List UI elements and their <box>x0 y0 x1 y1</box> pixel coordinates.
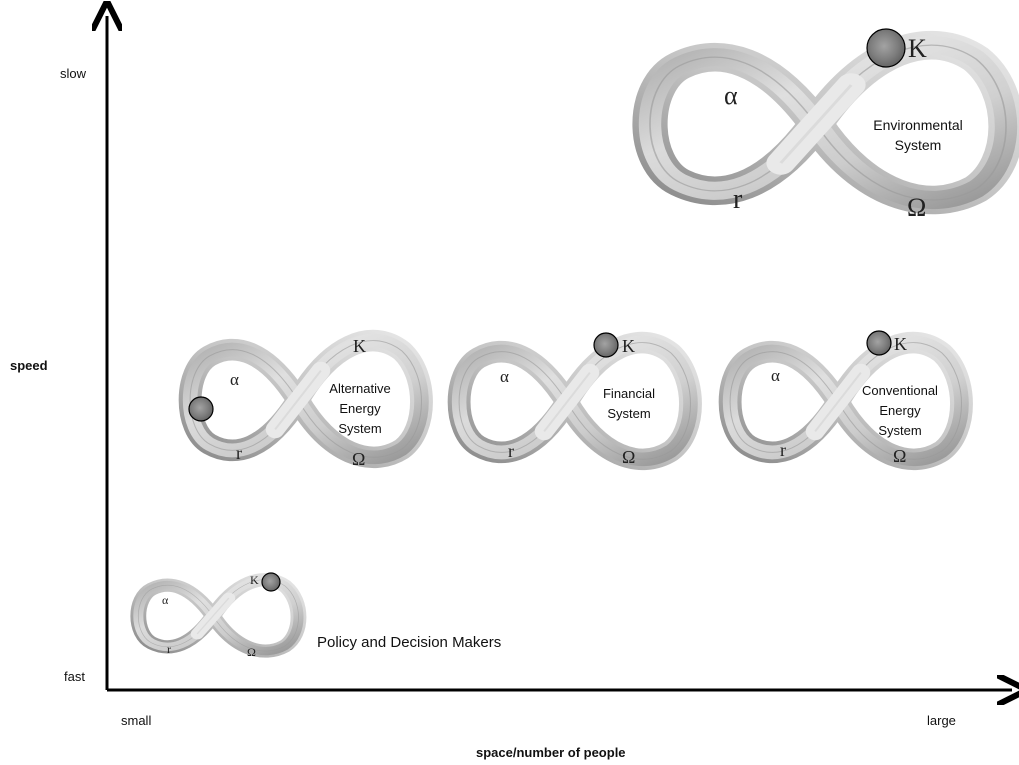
financial-k-ball <box>593 332 619 358</box>
conventional-line3: System <box>878 423 921 438</box>
x-axis-left-label: small <box>121 713 151 728</box>
conventional-omega-label: Ω <box>893 446 906 466</box>
environmental-k-ball <box>866 28 906 68</box>
alternative-r-label: r <box>236 443 242 463</box>
financial-r-label: r <box>508 441 514 461</box>
policy-k-label: K <box>250 573 259 587</box>
alternative-k-label: K <box>353 336 366 356</box>
policy-r-label: r <box>167 642 171 656</box>
x-axis-right-label: large <box>927 713 956 728</box>
financial-k-label: K <box>622 336 635 356</box>
conventional-r-label: r <box>780 440 786 460</box>
conventional-energy-loop <box>730 343 961 460</box>
environmental-omega-label: Ω <box>907 193 926 222</box>
environmental-r-label: r <box>733 184 743 215</box>
financial-line2: System <box>607 406 650 421</box>
x-axis-title: space/number of people <box>476 745 626 760</box>
policy-omega-label: Ω <box>247 645 256 659</box>
alternative-line3: System <box>338 421 381 436</box>
environmental-k-label: K <box>908 34 927 63</box>
alternative-ball <box>188 396 214 422</box>
policy-k-ball <box>261 572 281 592</box>
environmental-system-line1: Environmental <box>873 117 963 133</box>
alternative-alpha-label: α <box>230 370 239 389</box>
alternative-omega-label: Ω <box>352 449 365 469</box>
alternative-line2: Energy <box>339 401 381 416</box>
conventional-line2: Energy <box>879 403 921 418</box>
y-axis-top-label: slow <box>60 66 87 81</box>
environmental-alpha-label: α <box>724 81 738 110</box>
conventional-alpha-label: α <box>771 366 780 385</box>
y-axis-bottom-label: fast <box>64 669 85 684</box>
financial-system-loop <box>459 343 690 460</box>
environmental-system-line2: System <box>895 137 942 153</box>
policy-label: Policy and Decision Makers <box>317 634 501 651</box>
alternative-energy-loop <box>190 341 421 458</box>
financial-line1: Financial <box>603 386 655 401</box>
financial-alpha-label: α <box>500 367 509 386</box>
y-axis-title: speed <box>10 358 48 373</box>
policy-alpha-label: α <box>162 593 169 607</box>
conventional-k-label: K <box>894 334 907 354</box>
financial-omega-label: Ω <box>622 447 635 467</box>
conventional-k-ball <box>866 330 892 356</box>
alternative-line1: Alternative <box>329 381 390 396</box>
conventional-line1: Conventional <box>862 383 938 398</box>
